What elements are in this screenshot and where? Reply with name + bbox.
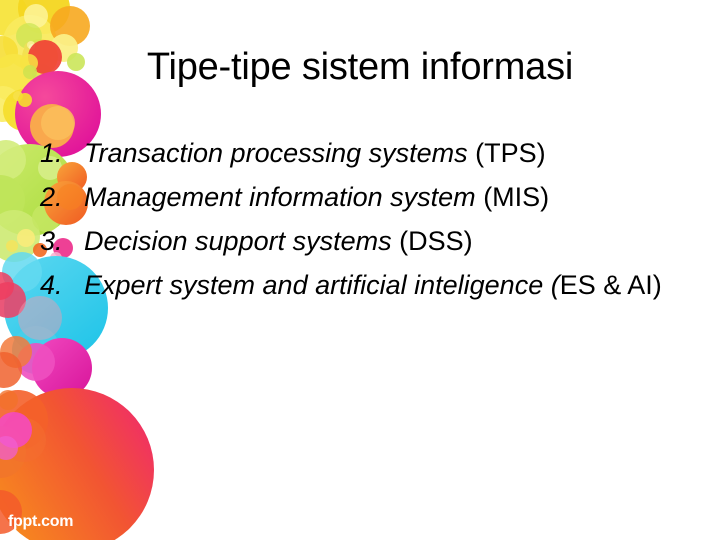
list-item-text: Management information system (MIS) — [84, 175, 680, 219]
slide-title: Tipe-tipe sistem informasi — [146, 46, 574, 88]
list-item-emphasis: Transaction processing systems — [84, 138, 468, 168]
list-item-number: 1. — [40, 138, 63, 168]
list-item-abbrev: (MIS) — [483, 182, 550, 212]
list-item-emphasis: Management information system — [84, 182, 476, 212]
list-item-text: Decision support systems (DSS) — [84, 219, 680, 263]
list-item: 4. Expert system and artificial intelige… — [40, 263, 680, 307]
list-item-emphasis: Decision support systems — [84, 226, 392, 256]
list-item: 3. Decision support systems (DSS) — [40, 219, 680, 263]
list-item: 1. Transaction processing systems (TPS) — [40, 131, 680, 175]
bullet-list: 1. Transaction processing systems (TPS) … — [40, 131, 680, 307]
list-item-continuation: ES & AI) — [559, 270, 662, 300]
list-item-number: 3. — [40, 226, 63, 256]
fppt-watermark: fppt.com — [8, 513, 74, 530]
list-item-abbrev: (TPS) — [475, 138, 546, 168]
list-item: 2. Management information system (MIS) — [40, 175, 680, 219]
list-item-text: Transaction processing systems (TPS) — [84, 131, 680, 175]
list-item-abbrev: (DSS) — [399, 226, 473, 256]
list-item-number: 2. — [40, 182, 63, 212]
list-item-number: 4. — [40, 270, 63, 300]
list-item-emphasis: Expert system and artificial inteligence… — [84, 270, 560, 300]
list-item-text: Expert system and artificial inteligence… — [84, 263, 680, 307]
